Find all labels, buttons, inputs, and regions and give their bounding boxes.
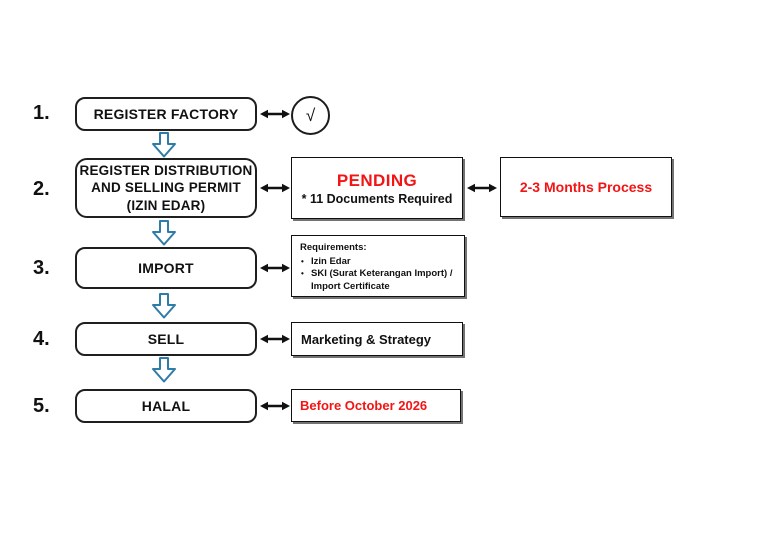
documents-note: * 11 Documents Required — [301, 191, 453, 206]
bullet-icon: • — [301, 269, 304, 278]
step-label-line: (IZIN EDAR) — [126, 197, 206, 213]
process-duration-box: 2-3 Months Process — [500, 157, 672, 217]
down-arrow-icon — [152, 220, 176, 246]
deadline-box: Before October 2026 — [291, 389, 461, 422]
status-text: PENDING — [336, 170, 418, 190]
note-text: Marketing & Strategy — [301, 331, 432, 347]
requirement-text: Izin Edar — [311, 255, 351, 267]
list-item: • Izin Edar — [300, 256, 458, 269]
double-arrow-icon — [260, 109, 290, 119]
list-item: • SKI (Surat Keterangan Import) / Import… — [300, 268, 458, 293]
step-box-sell: SELL — [75, 322, 257, 356]
requirement-text: SKI (Surat Keterangan Import) / — [311, 268, 453, 279]
double-arrow-icon — [260, 263, 290, 273]
requirements-heading: Requirements: — [300, 242, 367, 253]
step-number-3: 3. — [33, 257, 50, 279]
check-circle: √ — [291, 96, 330, 135]
step-box-import: IMPORT — [75, 247, 257, 289]
deadline-text: Before October 2026 — [300, 398, 428, 413]
bullet-icon: • — [301, 256, 304, 266]
requirements-list: • Izin Edar • SKI (Surat Keterangan Impo… — [300, 256, 458, 294]
down-arrow-icon — [152, 132, 176, 158]
step-number-1: 1. — [33, 102, 50, 124]
checkmark-icon: √ — [305, 105, 316, 125]
down-arrow-icon — [152, 357, 176, 383]
step-box-halal: HALAL — [75, 389, 257, 423]
requirements-box: Requirements: • Izin Edar • SKI (Surat K… — [291, 235, 465, 297]
double-arrow-icon — [467, 183, 497, 193]
step-label-line: REGISTER DISTRIBUTION — [79, 162, 253, 178]
double-arrow-icon — [260, 334, 290, 344]
double-arrow-icon — [260, 183, 290, 193]
step-label: IMPORT — [138, 260, 194, 276]
step-number-4: 4. — [33, 328, 50, 350]
step-label-line: AND SELLING PERMIT — [91, 180, 241, 196]
double-arrow-icon — [260, 401, 290, 411]
marketing-strategy-box: Marketing & Strategy — [291, 322, 463, 356]
requirement-text: Import Certificate — [311, 280, 390, 292]
step-box-register-permit: REGISTER DISTRIBUTION AND SELLING PERMIT… — [75, 158, 257, 218]
step-label: REGISTER FACTORY — [93, 106, 239, 122]
down-arrow-icon — [152, 293, 176, 319]
pending-status-box: PENDING * 11 Documents Required — [291, 157, 463, 219]
step-label: SELL — [147, 331, 185, 347]
step-number-2: 2. — [33, 178, 50, 200]
step-label: HALAL — [141, 398, 191, 414]
step-box-register-factory: REGISTER FACTORY — [75, 97, 257, 131]
duration-text: 2-3 Months Process — [519, 179, 653, 195]
step-number-5: 5. — [33, 395, 50, 417]
